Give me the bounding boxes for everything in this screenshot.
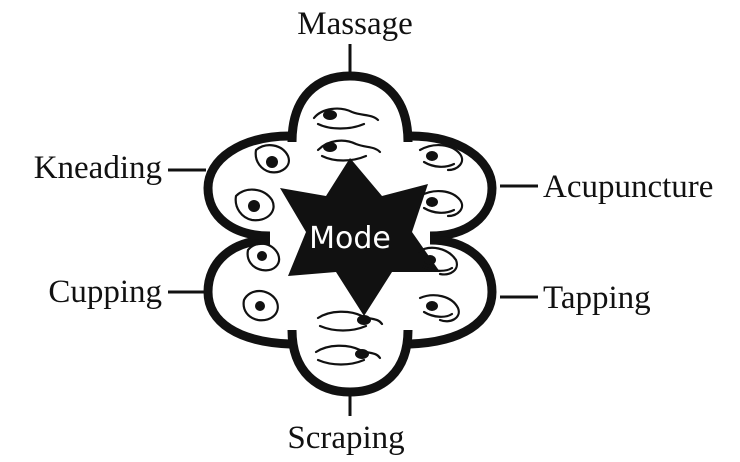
cupping-hands-icon — [244, 244, 279, 321]
kneading-hands-icon — [236, 145, 289, 220]
petal-kneading — [208, 136, 290, 236]
acupuncture-hands-icon — [420, 145, 462, 216]
mode-label-kneading: Kneading — [34, 150, 162, 186]
mode-label-scraping: Scraping — [287, 420, 404, 456]
scraping-hands-icon — [316, 312, 382, 365]
petal-scraping — [292, 330, 408, 392]
mode-label-cupping: Cupping — [48, 274, 162, 310]
center-label: Mode — [309, 221, 391, 256]
mode-label-tapping: Tapping — [543, 280, 651, 316]
mode-label-massage: Massage — [297, 6, 412, 42]
mode-label-acupuncture: Acupuncture — [543, 169, 713, 205]
